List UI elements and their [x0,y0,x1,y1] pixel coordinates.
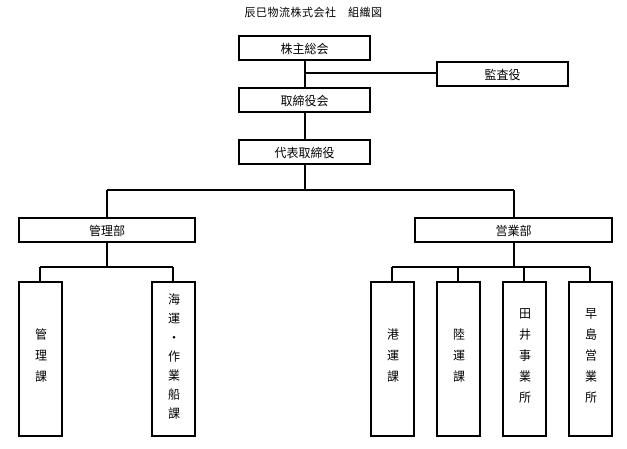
hayashima-office-label: 早島営業所 [583,306,598,412]
board-label: 取締役会 [280,93,329,108]
board-box: 取締役会 [238,87,371,113]
port-section-label: 港運課 [385,327,400,391]
shareholders-meeting-label: 株主総会 [280,41,329,56]
tanai-office-box: 田井事業所 [502,281,547,437]
land-section-box: 陸運課 [436,281,481,437]
admin-section-box: 管理課 [18,281,63,437]
shareholders-meeting-box: 株主総会 [238,35,371,61]
ceo-label: 代表取締役 [274,145,335,160]
sales-dept-box: 営業部 [414,217,613,243]
shipping-section-label: 海運・作業船課 [166,292,181,426]
auditor-box: 監査役 [436,61,569,87]
hayashima-office-box: 早島営業所 [568,281,613,437]
tanai-office-label: 田井事業所 [517,306,532,412]
ceo-box: 代表取締役 [238,139,371,165]
shipping-section-box: 海運・作業船課 [151,281,196,437]
land-section-label: 陸運課 [451,327,466,391]
auditor-label: 監査役 [484,67,521,82]
admin-dept-label: 管理部 [88,223,125,238]
chart-title: 辰巳物流株式会社 組織図 [244,6,383,19]
admin-dept-box: 管理部 [18,217,196,243]
port-section-box: 港運課 [370,281,415,437]
admin-section-label: 管理課 [33,327,48,391]
sales-dept-label: 営業部 [495,223,532,238]
